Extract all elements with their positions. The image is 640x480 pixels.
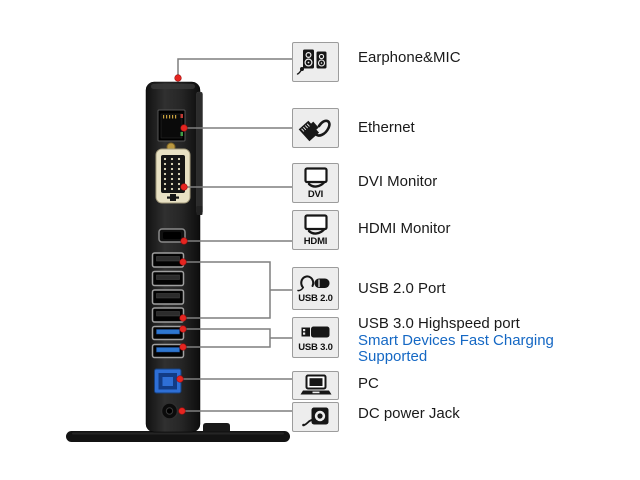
speakers-mic-icon	[296, 49, 327, 75]
ethernet-port	[157, 109, 186, 142]
usb2-port-2	[151, 270, 185, 287]
usb2-ports	[151, 252, 185, 323]
label-usb3-port: USB 3.0 Highspeed port	[358, 315, 520, 332]
usb2-port-3	[151, 289, 185, 305]
usb2-icon-box: USB 2.0	[292, 267, 339, 310]
label-hdmi-monitor: HDMI Monitor	[358, 220, 451, 237]
earphone-mic-icon-box	[292, 42, 339, 82]
dc-power-jack-port	[160, 402, 179, 420]
red-marker-dots	[174, 74, 188, 415]
label-dvi-monitor: DVI Monitor	[358, 173, 438, 190]
usb3-port-1	[151, 325, 185, 341]
label-pc: PC	[358, 375, 379, 392]
usb3-icon-caption: USB 3.0	[298, 342, 333, 353]
label-usb2-port: USB 2.0 Port	[358, 280, 446, 297]
usb2-icon-caption: USB 2.0	[298, 293, 333, 304]
hdmi-icon-caption: HDMI	[303, 235, 328, 247]
dvi-icon-caption: DVI	[307, 188, 324, 200]
label-usb3-block: USB 3.0 Highspeed port Smart Devices Fas…	[358, 315, 598, 366]
usb2-port-4	[151, 307, 185, 323]
dvi-monitor-icon	[303, 166, 328, 188]
device-stand-base	[66, 423, 290, 442]
usb3-icon-box: USB 3.0	[292, 317, 339, 358]
dvi-port	[155, 142, 191, 204]
laptop-icon	[300, 374, 331, 394]
hdmi-port	[158, 228, 186, 243]
dvi-icon-box: DVI	[292, 163, 339, 203]
label-ethernet: Ethernet	[358, 119, 415, 136]
label-usb3-charging-note: Smart Devices Fast Charging Supported	[358, 331, 554, 365]
pc-icon-box	[292, 371, 339, 400]
ethernet-plug-icon	[298, 119, 331, 142]
ethernet-icon-box	[292, 108, 339, 148]
usb3-port-2	[151, 343, 185, 359]
label-earphone-mic: Earphone&MIC	[358, 49, 461, 66]
hdmi-monitor-icon	[303, 213, 328, 235]
usb-flash-drive-icon	[301, 326, 329, 338]
usb-mouse-drive-icon	[296, 275, 329, 292]
usb2-port-1	[151, 252, 185, 268]
hdmi-icon-box: HDMI	[292, 210, 339, 250]
usb-b-pc-port	[154, 368, 182, 394]
dc-power-icon-box	[292, 402, 339, 432]
callout-lines	[177, 58, 292, 412]
usb3-ports	[151, 325, 185, 359]
power-plug-icon	[301, 407, 328, 427]
label-dc-power-jack: DC power Jack	[358, 405, 460, 422]
